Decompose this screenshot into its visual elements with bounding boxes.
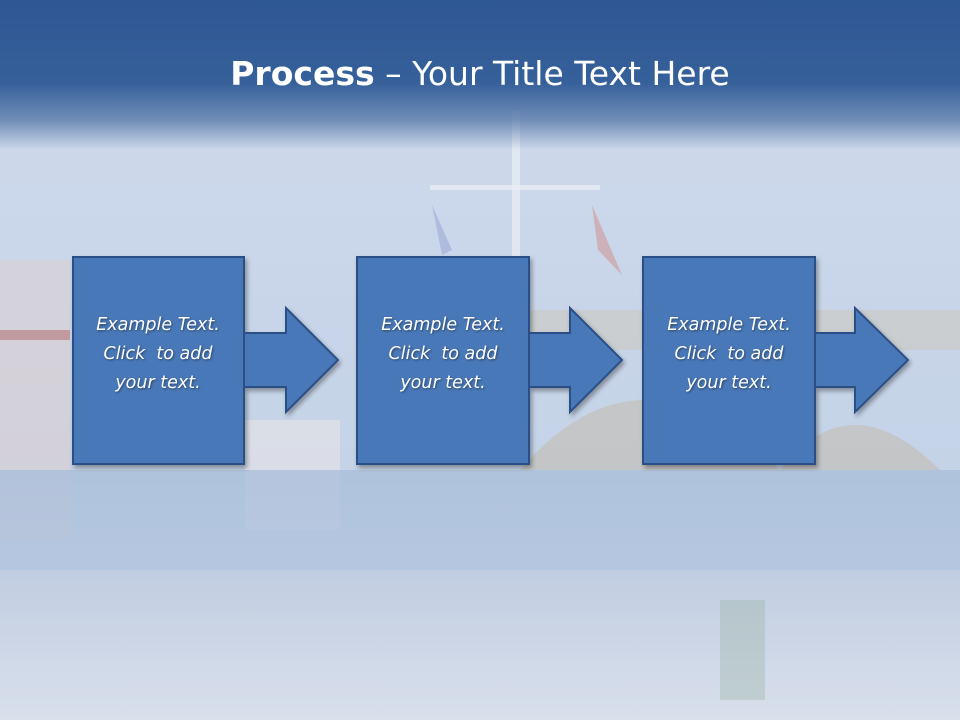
- step-1-line-1: Example Text.: [96, 315, 220, 335]
- step-1-box: [72, 256, 245, 465]
- step-2-box: [356, 256, 530, 465]
- step-3-box: [642, 256, 816, 465]
- step-2-text[interactable]: Example Text. Click to add your text.: [357, 311, 529, 398]
- title-bold: Process: [230, 54, 375, 93]
- step-3-line-1: Example Text.: [667, 315, 791, 335]
- title-band: [0, 0, 960, 150]
- process-step-2[interactable]: [356, 256, 624, 465]
- step-1-line-3: your text.: [115, 373, 201, 393]
- step-1-text[interactable]: Example Text. Click to add your text.: [72, 311, 244, 398]
- title-rest: – Your Title Text Here: [374, 54, 730, 93]
- step-2-arrow: [525, 305, 624, 415]
- step-1-line-2: Click to add: [103, 344, 213, 364]
- step-1-arrow: [239, 305, 340, 415]
- step-3-arrow: [811, 305, 910, 415]
- step-2-line-1: Example Text.: [381, 315, 505, 335]
- step-3-text[interactable]: Example Text. Click to add your text.: [643, 311, 815, 398]
- step-3-line-3: your text.: [686, 373, 772, 393]
- step-2-line-3: your text.: [400, 373, 486, 393]
- step-2-line-2: Click to add: [388, 344, 498, 364]
- process-step-3[interactable]: [642, 256, 910, 465]
- slide-title[interactable]: Process – Your Title Text Here: [0, 52, 960, 96]
- process-step-1[interactable]: [72, 256, 340, 465]
- step-3-line-2: Click to add: [674, 344, 784, 364]
